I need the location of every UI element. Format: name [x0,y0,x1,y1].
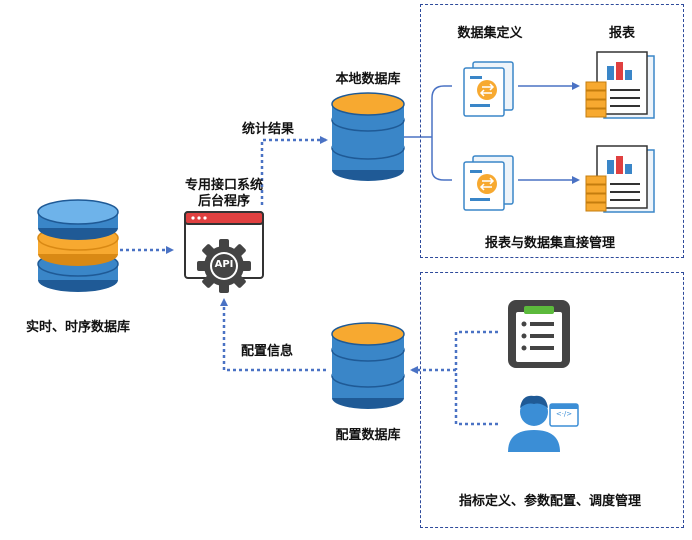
code-glyph: <·/> [555,410,573,418]
indicator-management-box [420,272,684,528]
api-program-icon [184,211,264,293]
realtime-db-label: 实时、时序数据库 [25,320,131,335]
stats-result-label: 统计结果 [242,122,295,137]
api-badge: API [214,259,234,270]
report-icon-top [585,51,655,119]
report-mgmt-label: 报表与数据集直接管理 [484,236,616,251]
management-branch-arrows [410,330,498,426]
realtime-db-icon [37,199,119,292]
config-info-label: 配置信息 [241,344,294,359]
user-code-icon [508,395,579,452]
indicator-mgmt-label: 指标定义、参数配置、调度管理 [458,494,642,509]
api-to-localdb-arrow [260,136,328,205]
config-db-icon [331,322,405,409]
api-system-label-line2: 后台程序 [197,194,251,209]
dataset-icon-bottom [463,155,514,211]
config-db-label: 配置数据库 [335,428,401,443]
checklist-icon [508,300,570,368]
configdb-to-api-arrow [220,298,326,372]
dataset-icon-top [463,61,514,117]
local-db-label: 本地数据库 [335,72,401,87]
report-label: 报表 [608,26,636,41]
dataset-def-label: 数据集定义 [457,26,523,41]
local-db-icon [331,92,405,181]
report-management-box [420,4,684,258]
api-system-label-line1: 专用接口系统 [184,178,264,193]
dataset-branch-lines [404,82,580,184]
report-icon-bottom [585,145,655,213]
